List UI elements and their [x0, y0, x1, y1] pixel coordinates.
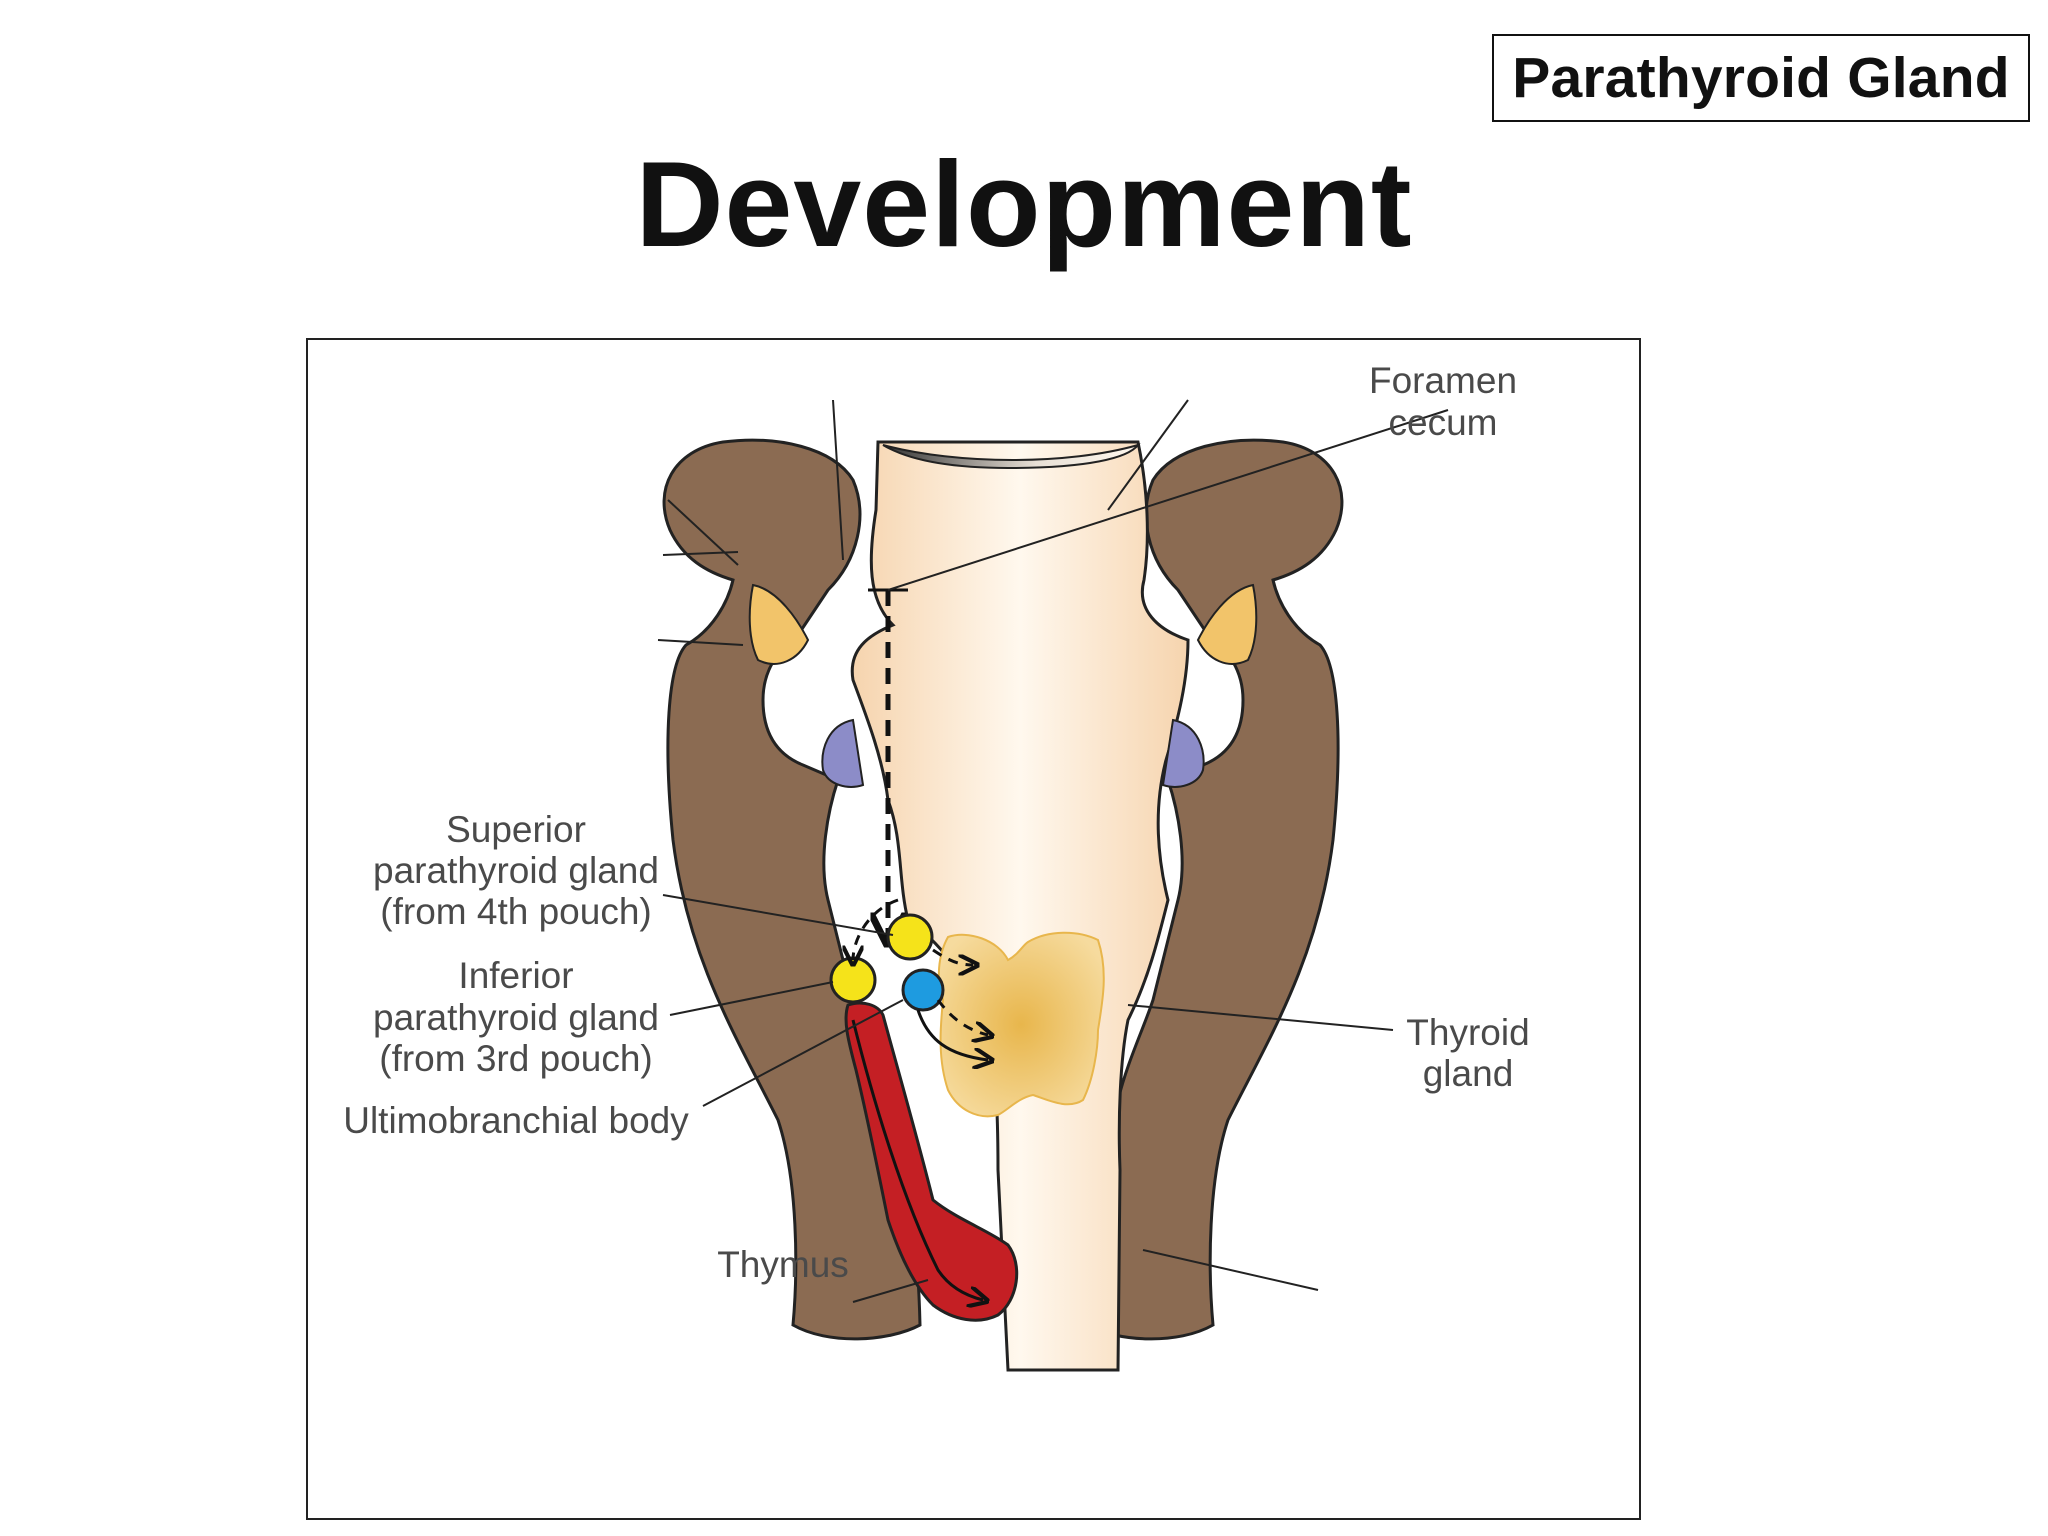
label-inferior-line3: (from 3rd pouch)	[379, 1038, 653, 1079]
ultimobranchial-body	[901, 968, 945, 1012]
label-ultimobranchial: Ultimobranchial body	[343, 1100, 689, 1141]
pharynx-lumen	[850, 440, 1190, 1372]
left-first-pouch	[748, 583, 810, 665]
inferior-parathyroid-gland	[829, 956, 877, 1004]
thymus	[844, 1001, 1019, 1322]
label-foramen-line2: cecum	[1389, 402, 1498, 443]
label-thymus: Thymus	[717, 1244, 849, 1285]
superior-parathyroid-gland	[886, 913, 934, 961]
label-superior-line2: parathyroid gland	[373, 850, 659, 891]
diagram-frame: Foramen cecum Superior parathyroid gland…	[306, 338, 1641, 1520]
label-superior-line3: (from 4th pouch)	[380, 891, 651, 932]
right-tonsil-pouch	[1161, 718, 1205, 788]
thyroid-gland	[937, 931, 1105, 1118]
left-arch-tissue	[662, 438, 922, 1341]
section-badge: Parathyroid Gland	[1492, 34, 2030, 122]
label-superior-line1: Superior	[446, 809, 586, 850]
left-tonsil-pouch	[821, 718, 865, 788]
label-inferior-line1: Inferior	[458, 955, 573, 996]
label-thyroid-line2: gland	[1423, 1053, 1514, 1094]
right-first-pouch	[1196, 583, 1258, 665]
leader-lines	[657, 399, 1449, 1303]
label-foramen-line1: Foramen	[1369, 360, 1517, 401]
slide-title: Development	[635, 136, 1413, 272]
label-inferior-line2: parathyroid gland	[373, 997, 659, 1038]
pharyngeal-development-diagram: Foramen cecum Superior parathyroid gland…	[343, 360, 1530, 1372]
label-thyroid-line1: Thyroid	[1406, 1012, 1529, 1053]
